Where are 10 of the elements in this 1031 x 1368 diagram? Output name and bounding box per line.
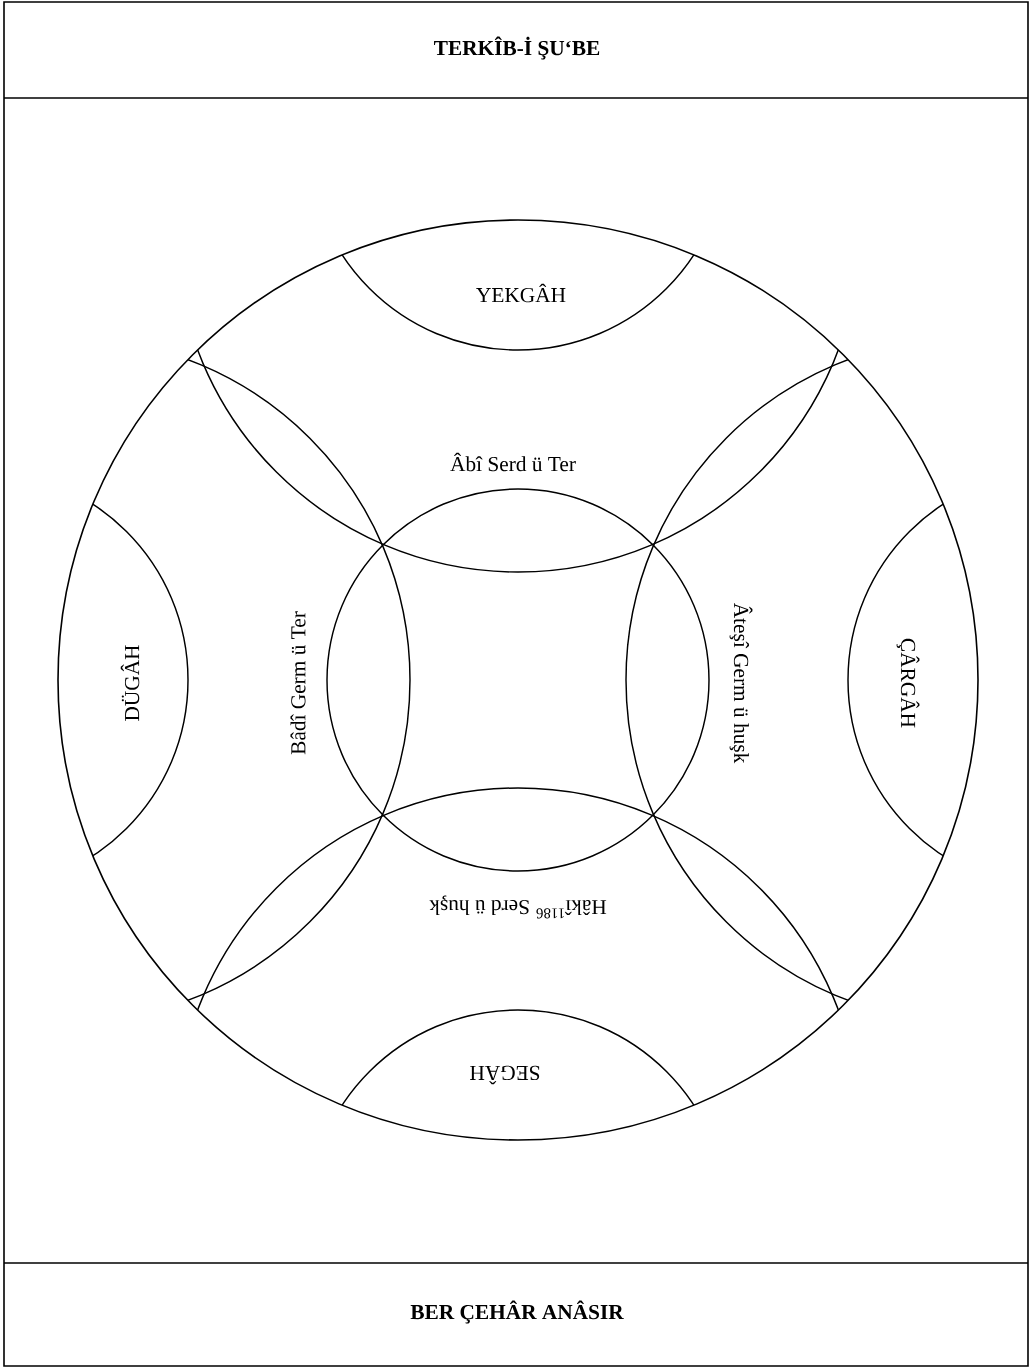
region-label: SEGÂH bbox=[470, 1065, 540, 1085]
region-label: Âteşî Germ ü huşk bbox=[729, 602, 753, 764]
region-label: Hâkî$^{1186}$ Serd ü huşk bbox=[429, 895, 607, 919]
region-label: DÜGÂH bbox=[120, 645, 140, 721]
caption: BER ÇEHÂR ANÂSIR bbox=[410, 1300, 624, 1324]
region-label: YEKGÂH bbox=[476, 283, 566, 303]
region-label: Bâdî Germ ü Ter bbox=[290, 611, 306, 755]
title: TERKÎB-İ ŞU‘BE bbox=[434, 36, 600, 60]
region-label: Âbî Serd ü Ter bbox=[450, 452, 576, 472]
region-label: ÇÂRGÂH bbox=[896, 638, 920, 728]
